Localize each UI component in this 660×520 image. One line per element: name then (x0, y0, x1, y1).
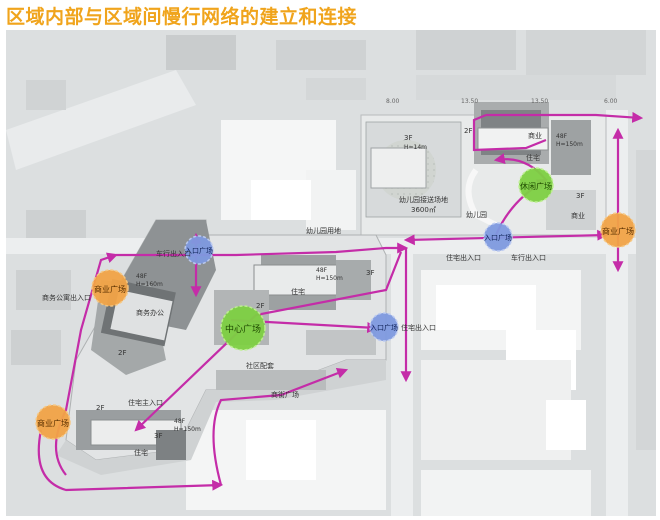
label-2f-ne: 2F (464, 127, 472, 135)
hub-label-commercial-sw: 商业广场 (37, 418, 69, 428)
hub-label-commercial-e: 商业广场 (602, 226, 634, 236)
label-3f-ne: 3F (576, 192, 584, 200)
label-residence-ne: 住宅 (526, 153, 540, 162)
label-plaza-bar: 商街广场 (271, 390, 299, 399)
diagonal-road (6, 70, 196, 170)
label-residence-sw: 住宅 (134, 448, 148, 457)
label-residence-sw-floors: 48F (174, 418, 186, 425)
map-labels: 3F H=14m 幼儿园接送场地 3600㎡ 幼儿园用地 幼儿园 商业 48F … (42, 98, 618, 457)
label-commerce-ne: 商业 (528, 131, 542, 140)
hub-label-commercial-nw: 商业广场 (94, 284, 126, 294)
hub-label-entrance-e: 入口广场 (484, 233, 512, 242)
hub-label-entrance-n: 入口广场 (185, 246, 213, 255)
hub-label-central: 中心广场 (225, 323, 261, 335)
surrounding-buildings-south-east (186, 150, 656, 516)
label-office-exit: 商务公寓出入口 (42, 293, 91, 302)
label-dim-d: 6.00 (604, 98, 618, 105)
label-2f-c: 2F (256, 302, 264, 310)
hub-commercial-e: 商业广场 (600, 212, 636, 248)
label-office: 商务办公 (136, 308, 164, 317)
label-kindergarten-field: 幼儿园用地 (306, 226, 341, 235)
label-dim-b: 13.50 (461, 98, 478, 105)
label-kindergarten-drop: 幼儿园接送场地 (399, 195, 448, 204)
label-residence-c-h: H=150m (316, 275, 343, 282)
label-2f-w: 2F (118, 349, 126, 357)
label-residential-exit-e: 住宅出入口 (446, 253, 481, 262)
label-residence-sw-h: H=150m (174, 426, 201, 433)
hub-entrance-n: 入口广场 (184, 235, 214, 265)
site-plan-map: 商业广场 商业广场 商业广场 中心广场 休闲广场 入口广场 入口广场 入口广场 (6, 30, 656, 516)
label-3f-sw: 3F (154, 432, 162, 440)
label-residence-ne-floors: 48F (556, 133, 568, 140)
label-kindergarten-3f: 3F (404, 134, 412, 142)
label-office-floors: 48F (136, 273, 148, 280)
label-dim-c: 13.50 (531, 98, 548, 105)
slow-traffic-paths (37, 111, 644, 492)
label-kindergarten-h: H=14m (404, 144, 427, 151)
north-south-road (391, 254, 413, 516)
label-3f-c: 3F (366, 269, 374, 277)
label-residence-c: 住宅 (291, 287, 305, 296)
label-kindergarten-area: 3600㎡ (411, 206, 436, 214)
page-title: 区域内部与区域间慢行网络的建立和连接 (6, 6, 358, 28)
hub-commercial-sw: 商业广场 (35, 404, 71, 440)
label-residential-exit-c: 住宅出入口 (401, 323, 436, 332)
label-kindergarten: 幼儿园 (466, 210, 487, 219)
hub-label-leisure: 休闲广场 (520, 181, 552, 191)
hub-central: 中心广场 (220, 305, 266, 351)
hub-entrance-c: 入口广场 (369, 312, 399, 342)
label-commerce-e: 商业 (571, 211, 585, 220)
hub-label-entrance-c: 入口广场 (370, 323, 398, 332)
label-residence-c-floors: 48F (316, 267, 328, 274)
hub-entrance-e: 入口广场 (483, 222, 513, 252)
label-dim-a: 8.00 (386, 98, 400, 105)
label-residential-entrance-sw: 住宅主入口 (128, 398, 163, 407)
label-community: 社区配套 (246, 361, 274, 370)
hub-commercial-nw: 商业广场 (91, 269, 129, 307)
label-residence-ne-h: H=150m (556, 141, 583, 148)
white-blocks-north (221, 120, 356, 230)
surrounding-buildings-west (11, 80, 86, 365)
label-office-h: H=160m (136, 281, 163, 288)
surrounding-buildings-north (166, 30, 646, 100)
label-vehicle-exit-e: 车行出入口 (511, 253, 546, 262)
label-vehicle-exit-n: 车行出入口 (156, 249, 191, 258)
label-2f-sw: 2F (96, 404, 104, 412)
hub-leisure: 休闲广场 (518, 167, 554, 203)
